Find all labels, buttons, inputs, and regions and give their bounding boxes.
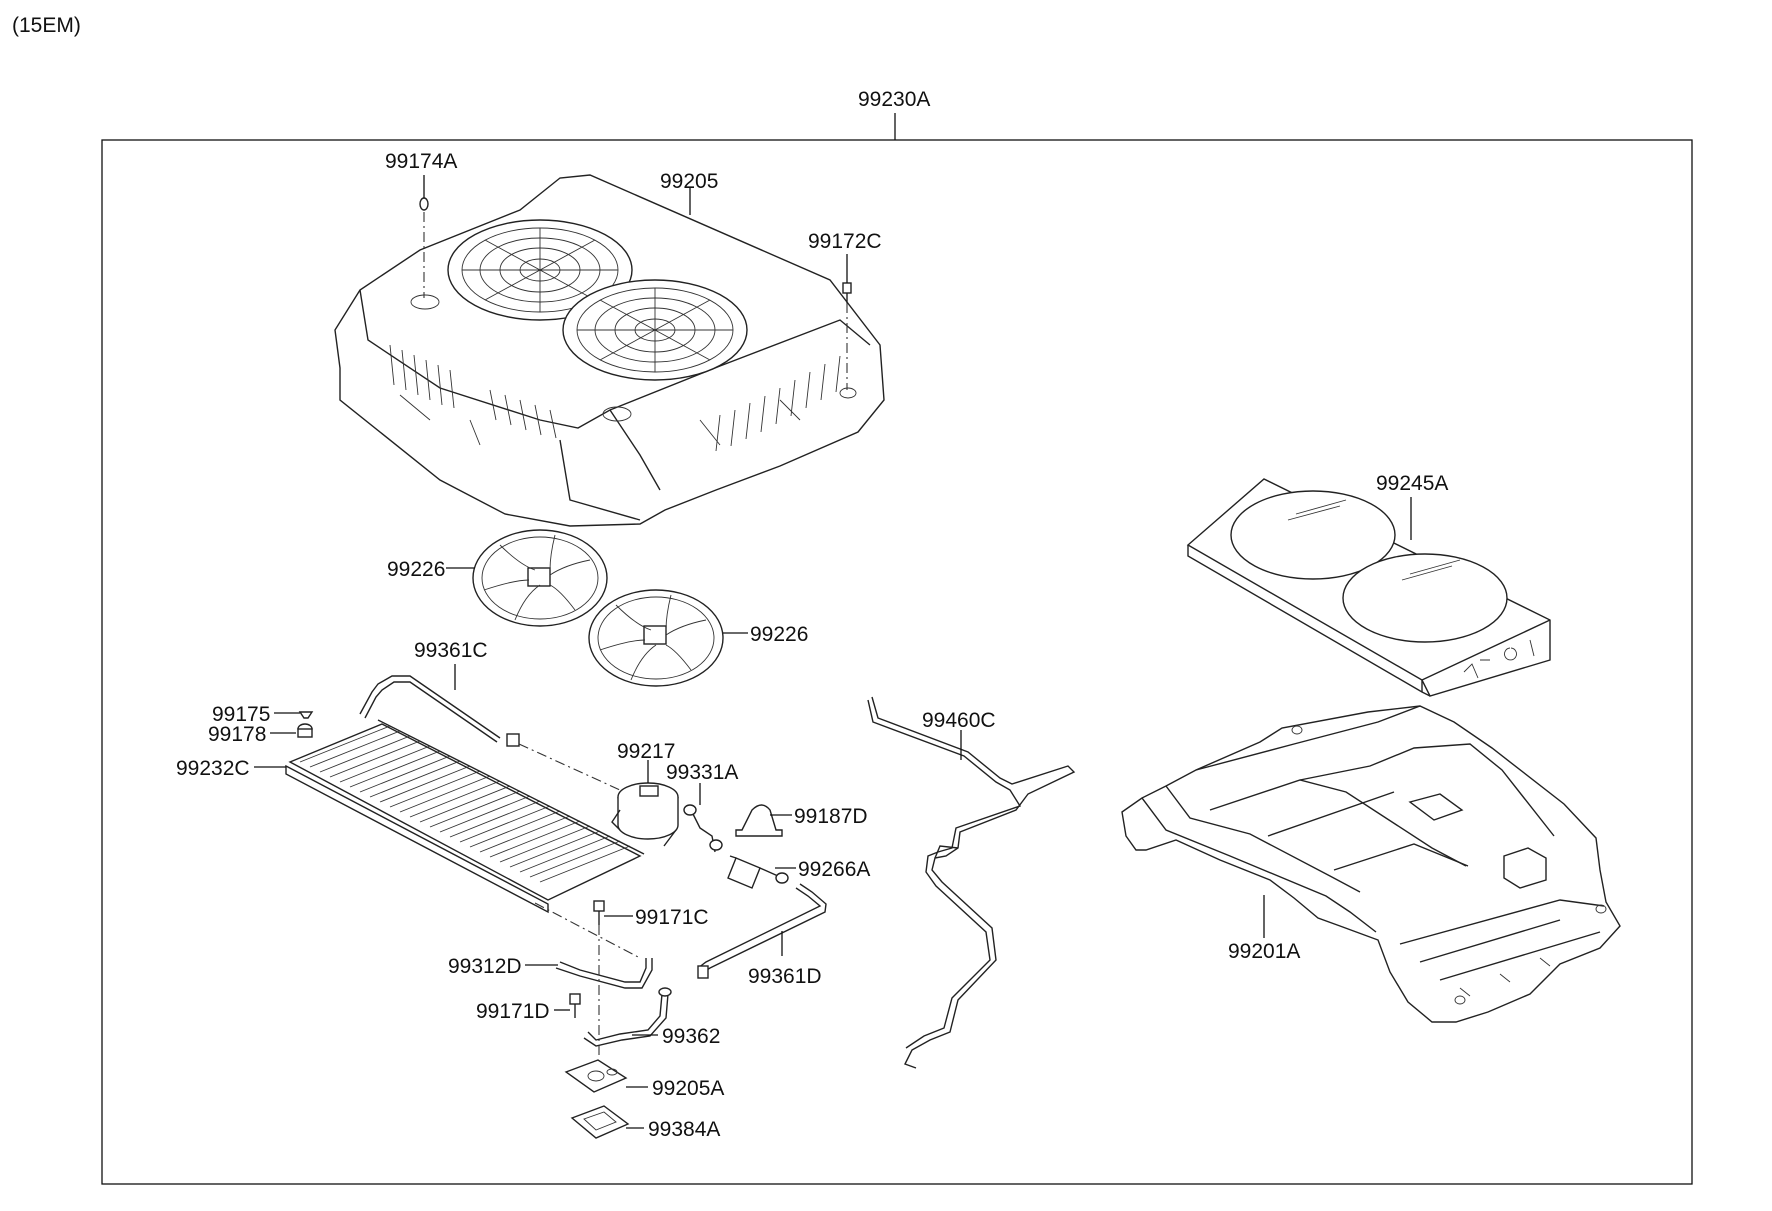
plate-99205A[interactable] — [564, 1059, 628, 1093]
condenser-99232C[interactable] — [285, 719, 645, 914]
label-99174A[interactable]: 99174A — [385, 150, 457, 173]
base-frame-99201A[interactable] — [1121, 705, 1621, 1023]
bolt-99174A[interactable] — [419, 197, 429, 298]
label-99201A[interactable]: 99201A — [1228, 940, 1300, 963]
bolt-99171D[interactable] — [569, 993, 581, 1018]
harness-99460C[interactable] — [867, 696, 1076, 1069]
label-99361D[interactable]: 99361D — [748, 965, 822, 988]
label-99217[interactable]: 99217 — [617, 740, 675, 763]
screw-99175[interactable] — [298, 711, 314, 719]
label-99312D[interactable]: 99312D — [448, 955, 522, 978]
fan-99226-upper[interactable] — [472, 529, 608, 627]
label-99331A[interactable]: 99331A — [666, 761, 738, 784]
hose-99361D[interactable] — [697, 883, 827, 979]
hose-99312D[interactable] — [534, 902, 653, 989]
label-99460C[interactable]: 99460C — [922, 709, 996, 732]
label-99205[interactable]: 99205 — [660, 170, 718, 193]
label-99226-lower[interactable]: 99226 — [750, 623, 808, 646]
label-99187D[interactable]: 99187D — [794, 805, 868, 828]
label-99266A[interactable]: 99266A — [798, 858, 870, 881]
label-99205A[interactable]: 99205A — [652, 1077, 724, 1100]
bolt-99171C[interactable] — [593, 900, 605, 1058]
fan-99226-lower[interactable] — [588, 589, 724, 687]
label-99171C[interactable]: 99171C — [635, 906, 709, 929]
label-99178[interactable]: 99178 — [208, 723, 266, 746]
gasket-99384A[interactable] — [570, 1105, 630, 1139]
label-99384A[interactable]: 99384A — [648, 1118, 720, 1141]
hose-99361C[interactable] — [359, 675, 621, 791]
pipe-99362[interactable] — [583, 987, 672, 1047]
pipe-99331A[interactable] — [683, 804, 723, 853]
label-99362[interactable]: 99362 — [662, 1025, 720, 1048]
label-99172C[interactable]: 99172C — [808, 230, 882, 253]
grommet-99178[interactable] — [297, 723, 313, 738]
filter-99266A[interactable] — [727, 855, 789, 889]
label-99171D[interactable]: 99171D — [476, 1000, 550, 1023]
drier-99217[interactable] — [611, 782, 679, 847]
clamp-99187D[interactable] — [735, 804, 783, 837]
diagram-code: (15EM) — [12, 14, 81, 37]
label-99361C[interactable]: 99361C — [414, 639, 488, 662]
label-99232C[interactable]: 99232C — [176, 757, 250, 780]
fan-shroud-99245A[interactable] — [1186, 478, 1551, 697]
label-99226-upper[interactable]: 99226 — [387, 558, 445, 581]
label-99230A[interactable]: 99230A — [858, 88, 930, 111]
label-99175[interactable]: 99175 — [212, 703, 270, 726]
label-99245A[interactable]: 99245A — [1376, 472, 1448, 495]
assembly-frame — [101, 139, 1693, 1185]
top-cover-99205[interactable] — [334, 174, 885, 527]
